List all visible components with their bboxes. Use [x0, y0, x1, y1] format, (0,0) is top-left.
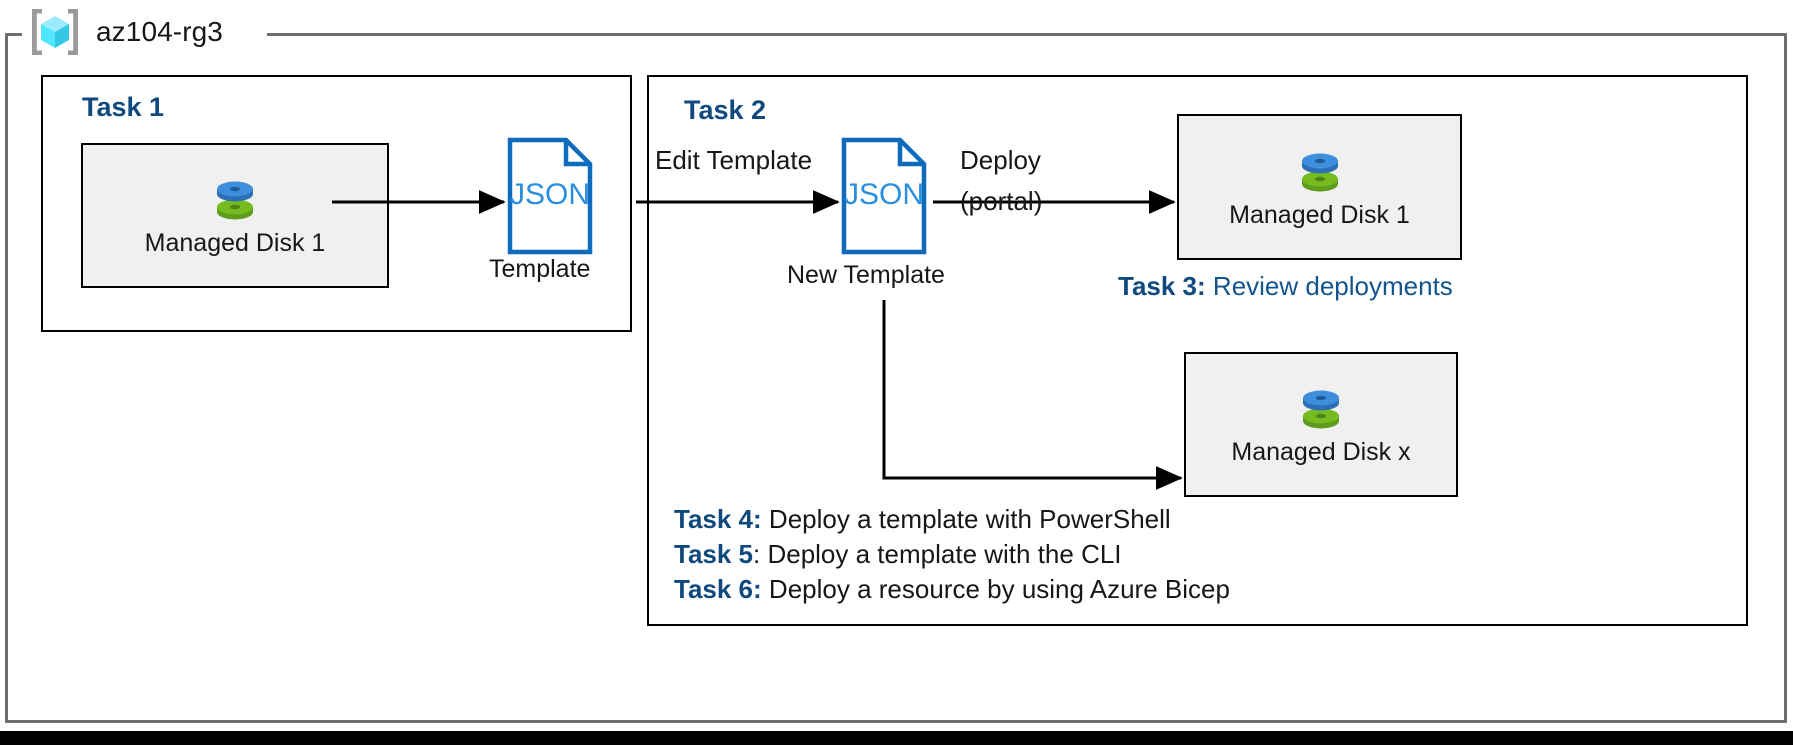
note-task-4: Task 4: Deploy a template with PowerShel… — [674, 505, 1171, 534]
managed-disk-icon — [1293, 146, 1347, 202]
template-caption: Template — [489, 255, 591, 283]
task-1-heading: Task 1 — [82, 92, 165, 122]
note-task-4-text: Deploy a template with PowerShell — [761, 504, 1171, 534]
bottom-band — [0, 731, 1793, 745]
managed-disk-x-deployed: Managed Disk x — [1184, 352, 1458, 497]
note-task-5-tag: Task 5 — [674, 539, 754, 569]
edge-label-deploy: Deploy — [960, 145, 1041, 175]
managed-disk-1-deployed: Managed Disk 1 — [1177, 114, 1462, 260]
managed-disk-1-source: Managed Disk 1 — [81, 143, 389, 288]
new-template-caption: New Template — [787, 261, 945, 289]
json-document-icon-new-template: JSON — [841, 137, 927, 255]
note-task-6-text: Deploy a resource by using Azure Bicep — [761, 574, 1230, 604]
svg-text:JSON: JSON — [844, 178, 924, 211]
edge-label-edit-template: Edit Template — [655, 145, 813, 175]
task-2-heading: Task 2 — [684, 95, 767, 125]
edge-label-deploy-portal: (portal) — [960, 186, 1043, 216]
note-task-6-tag: Task 6: — [674, 574, 762, 604]
managed-disk-1-source-label: Managed Disk 1 — [144, 229, 326, 258]
note-task-3: Task 3: Review deployments — [1118, 272, 1453, 301]
note-task-5: Task 5: Deploy a template with the CLI — [674, 540, 1122, 569]
task-2-container — [647, 75, 1748, 626]
note-task-5-text: : Deploy a template with the CLI — [753, 539, 1122, 569]
note-task-6: Task 6: Deploy a resource by using Azure… — [674, 575, 1230, 604]
svg-text:JSON: JSON — [510, 178, 590, 211]
note-task-3-tag: Task 3: — [1118, 271, 1206, 301]
json-document-icon-template: JSON — [507, 137, 593, 255]
resource-group-header: az104-rg3 — [28, 0, 223, 64]
resource-group-frame — [5, 33, 1787, 723]
managed-disk-x-deployed-label: Managed Disk x — [1231, 438, 1411, 467]
managed-disk-icon — [208, 174, 262, 230]
note-task-3-text: Review deployments — [1205, 271, 1453, 301]
note-task-4-tag: Task 4: — [674, 504, 762, 534]
azure-resource-group-icon — [28, 5, 82, 59]
managed-disk-icon — [1294, 383, 1348, 439]
resource-group-name: az104-rg3 — [96, 16, 223, 47]
managed-disk-1-deployed-label: Managed Disk 1 — [1229, 200, 1410, 229]
